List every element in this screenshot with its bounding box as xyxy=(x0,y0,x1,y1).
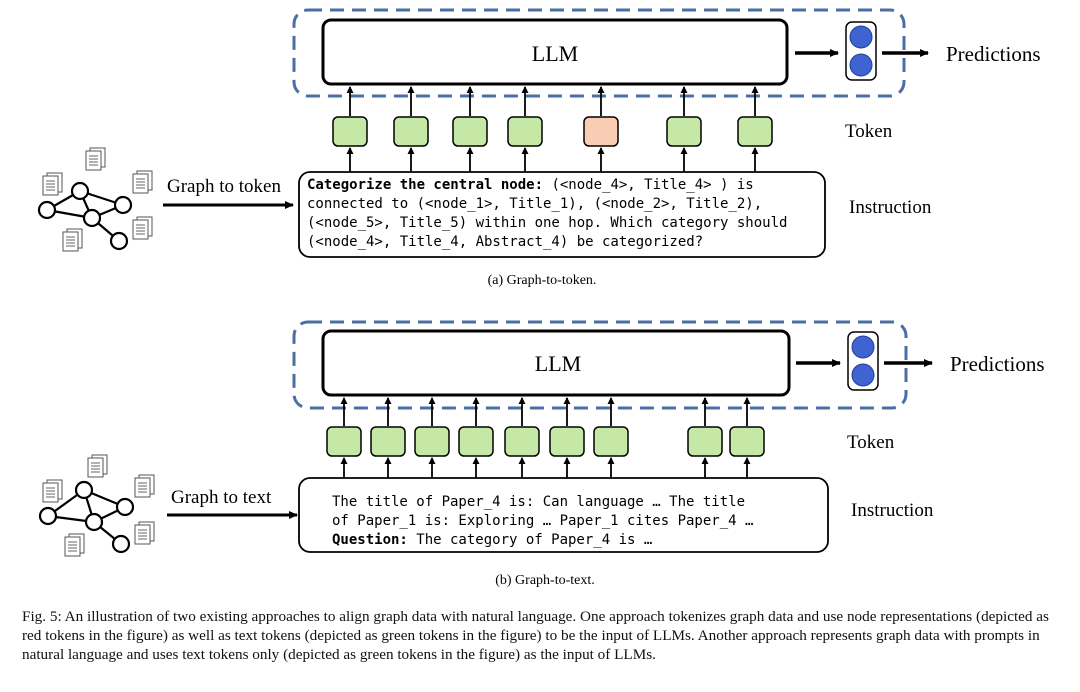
diagram: Graph to token LLM Predictions Token Ins… xyxy=(37,8,1045,588)
llm-region-b xyxy=(292,320,908,410)
text-token xyxy=(737,116,773,147)
instruction-bold-a: Categorize the central node: xyxy=(307,177,543,193)
prediction-dot xyxy=(851,335,875,359)
figure-caption: Fig. 5: An illustration of two existing … xyxy=(22,608,1049,663)
text-token xyxy=(549,426,585,457)
text-token xyxy=(593,426,629,457)
text-token xyxy=(729,426,765,457)
text-token xyxy=(452,116,488,147)
instruction-line: of Paper_1 is: Exploring … Paper_1 cites… xyxy=(332,513,753,529)
subcaption-b: (b) Graph-to-text. xyxy=(495,573,595,588)
graph-to-token-label: Graph to token xyxy=(167,176,281,197)
text-token xyxy=(687,426,723,457)
token-label-b: Token xyxy=(847,432,895,453)
instruction-text-a: Categorize the central node: (<node_4>, … xyxy=(307,177,796,250)
instruction-box-b xyxy=(298,477,829,553)
graph-icon xyxy=(37,147,153,252)
instruction-line: The title of Paper_4 is: Can language … … xyxy=(332,494,745,510)
graph-icon xyxy=(38,454,155,557)
llm-box-a xyxy=(321,18,789,86)
prediction-dot xyxy=(849,25,873,49)
instruction-line: (<node_4>, Title_4, Abstract_4) be categ… xyxy=(307,234,703,250)
graph-to-text-label: Graph to text xyxy=(171,487,272,508)
node-token xyxy=(583,116,619,147)
token-label-a: Token xyxy=(845,121,893,142)
text-token xyxy=(414,426,450,457)
instruction-text-b: The title of Paper_4 is: Can language … … xyxy=(332,494,762,548)
text-token xyxy=(666,116,702,147)
text-token xyxy=(326,426,362,457)
instruction-line: (<node_5>, Title_5) within one hop. Whic… xyxy=(307,215,787,231)
instruction-label-a: Instruction xyxy=(849,197,932,218)
instruction-line: (<node_4>, Title_4> ) is xyxy=(543,177,754,193)
text-token xyxy=(458,426,494,457)
instruction-label-b: Instruction xyxy=(851,500,934,521)
llm-label-b: LLM xyxy=(535,351,581,376)
predictions-label-b: Predictions xyxy=(950,352,1045,376)
llm-box-b xyxy=(321,329,791,397)
instruction-line: The category of Paper_4 is … xyxy=(408,532,652,548)
instruction-box-a xyxy=(298,171,826,258)
token-row-b xyxy=(326,397,765,478)
subcaption-a: (a) Graph-to-token. xyxy=(488,273,597,288)
text-token xyxy=(332,116,368,147)
llm-label-a: LLM xyxy=(532,41,578,66)
prediction-dot xyxy=(851,363,875,387)
text-token xyxy=(504,426,540,457)
panel-a: Graph to token LLM Predictions Token Ins… xyxy=(37,8,1041,288)
question-label: Question: xyxy=(332,532,408,548)
llm-region-a xyxy=(292,8,906,98)
text-token xyxy=(507,116,543,147)
token-row-a xyxy=(332,86,773,172)
instruction-line: connected to (<node_1>, Title_1), (<node… xyxy=(307,196,762,212)
text-token xyxy=(370,426,406,457)
prediction-dot xyxy=(849,53,873,77)
panel-b: Graph to text LLM Predictions Token Inst… xyxy=(38,320,1045,588)
predictions-label-a: Predictions xyxy=(946,42,1041,66)
text-token xyxy=(393,116,429,147)
